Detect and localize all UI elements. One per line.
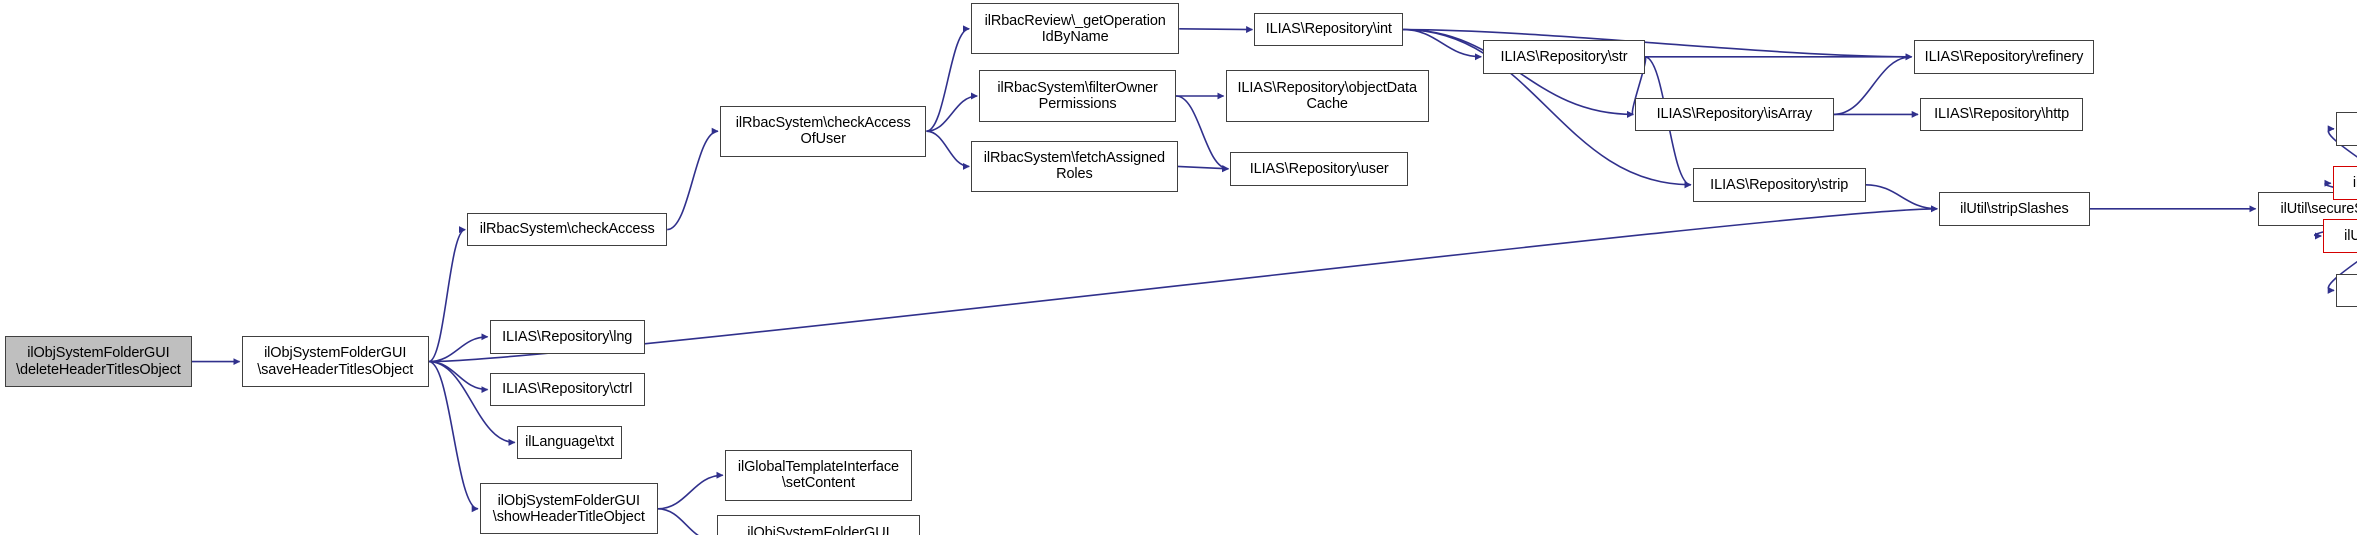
graph-node[interactable]: ilObjSystemFolderGUI \setGeneralSettings…: [716, 515, 920, 535]
graph-node[interactable]: ILIAS\Repository\http: [1920, 97, 2084, 132]
graph-edge: [657, 508, 700, 535]
graph-node[interactable]: ILIAS\Repository\lng: [489, 320, 645, 354]
graph-edge: [667, 127, 719, 231]
graph-edge: [657, 471, 724, 510]
graph-edge: [1833, 53, 1913, 116]
graph-edge: [1403, 28, 1913, 61]
graph-edge: [1175, 95, 1230, 173]
graph-node[interactable]: ilObjSystemFolderGUI \saveHeaderTitlesOb…: [241, 336, 429, 388]
graph-node[interactable]: ilUtil\maskSecureTags: [2332, 166, 2357, 200]
graph-node[interactable]: ilRbacSystem\fetchAssigned Roles: [971, 140, 1178, 192]
graph-edge: [1865, 184, 1938, 213]
graph-node[interactable]: ILIAS\Repository\refinery: [1913, 40, 2095, 74]
graph-edge: [926, 25, 970, 132]
graph-node[interactable]: ILIAS\Repository\isArray: [1635, 97, 1834, 132]
graph-node[interactable]: ILIAS\Repository\ctrl: [489, 372, 645, 407]
graph-node[interactable]: ilUtil\stripSlashes: [1939, 192, 2090, 226]
graph-edge: [1177, 165, 1230, 172]
graph-node[interactable]: ILIAS\Repository\int: [1254, 12, 1404, 47]
graph-node[interactable]: ILIAS\Repository\str: [1483, 40, 1645, 74]
graph-node[interactable]: ilRbacSystem\filterOwner Permissions: [979, 70, 1176, 122]
graph-edge: [428, 226, 466, 363]
graph-node[interactable]: ilUtil\stripScriptHTML: [2336, 273, 2357, 308]
graph-edge: [428, 333, 489, 363]
graph-node[interactable]: ilObjSystemFolderGUI \showHeaderTitleObj…: [480, 483, 658, 535]
graph-node[interactable]: ILIAS\Repository\user: [1230, 152, 1408, 186]
graph-edge: [428, 360, 489, 394]
graph-node[interactable]: ilUtil\unmaskSecureTags: [2323, 219, 2357, 253]
graph-node[interactable]: ilRbacSystem\checkAccess: [467, 212, 668, 247]
graph-node[interactable]: ilUtil\getSecureTags: [2336, 112, 2357, 146]
graph-node[interactable]: ilObjSystemFolderGUI \deleteHeaderTitles…: [4, 336, 192, 388]
graph-edge: [428, 360, 479, 513]
graph-node[interactable]: ilRbacSystem\checkAccess OfUser: [720, 105, 927, 157]
graph-node[interactable]: ilGlobalTemplateInterface \setContent: [724, 449, 912, 501]
graph-edge: [1403, 28, 1482, 61]
graph-edge: [926, 130, 970, 170]
graph-node[interactable]: ilRbacReview\_getOperation IdByName: [971, 3, 1180, 55]
graph-edge: [926, 92, 978, 132]
graph-node[interactable]: ilLanguage\txt: [516, 425, 623, 460]
graph-node[interactable]: ILIAS\Repository\strip: [1692, 168, 1866, 202]
graph-edge: [1179, 26, 1254, 34]
graph-node[interactable]: ILIAS\Repository\objectData Cache: [1225, 70, 1429, 122]
